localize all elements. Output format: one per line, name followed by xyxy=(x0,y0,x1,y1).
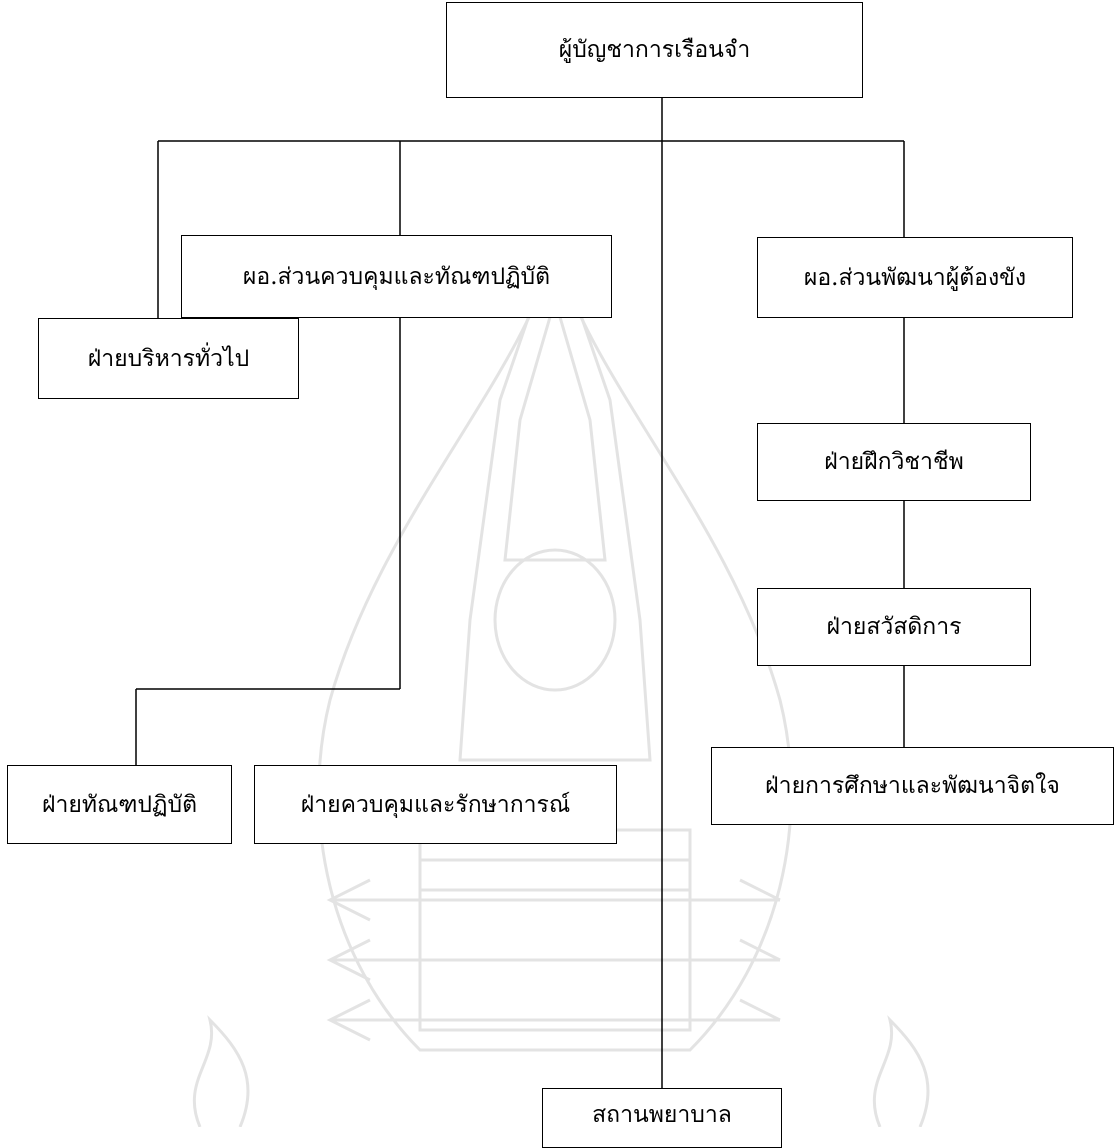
development-division-head-label: ผอ.ส่วนพัฒนาผู้ต้องขัง xyxy=(803,264,1027,291)
general-admin-box: ฝ่ายบริหารทั่วไป xyxy=(38,318,299,399)
control-division-head-box: ผอ.ส่วนควบคุมและทัณฑปฏิบัติ xyxy=(181,235,612,318)
correctional-practice-box: ฝ่ายทัณฑปฏิบัติ xyxy=(7,765,232,844)
education-mind-development-label: ฝ่ายการศึกษาและพัฒนาจิตใจ xyxy=(765,773,1060,799)
hospital-box: สถานพยาบาล xyxy=(542,1088,782,1148)
general-admin-label: ฝ่ายบริหารทั่วไป xyxy=(87,345,250,372)
education-mind-development-box: ฝ่ายการศึกษาและพัฒนาจิตใจ xyxy=(711,747,1114,825)
welfare-label: ฝ่ายสวัสดิการ xyxy=(826,614,962,640)
vocational-training-label: ฝ่ายฝึกวิชาชีพ xyxy=(824,449,964,475)
custody-security-label: ฝ่ายควบคุมและรักษาการณ์ xyxy=(300,791,571,818)
welfare-box: ฝ่ายสวัสดิการ xyxy=(757,588,1031,666)
custody-security-box: ฝ่ายควบคุมและรักษาการณ์ xyxy=(254,765,617,844)
hospital-label: สถานพยาบาล xyxy=(592,1102,732,1128)
prison-commander-label: ผู้บัญชาการเรือนจำ xyxy=(558,37,751,63)
vocational-training-box: ฝ่ายฝึกวิชาชีพ xyxy=(757,423,1031,501)
development-division-head-box: ผอ.ส่วนพัฒนาผู้ต้องขัง xyxy=(757,237,1073,318)
correctional-practice-label: ฝ่ายทัณฑปฏิบัติ xyxy=(41,791,198,818)
prison-commander-box: ผู้บัญชาการเรือนจำ xyxy=(446,2,863,98)
control-division-head-label: ผอ.ส่วนควบคุมและทัณฑปฏิบัติ xyxy=(242,263,551,290)
